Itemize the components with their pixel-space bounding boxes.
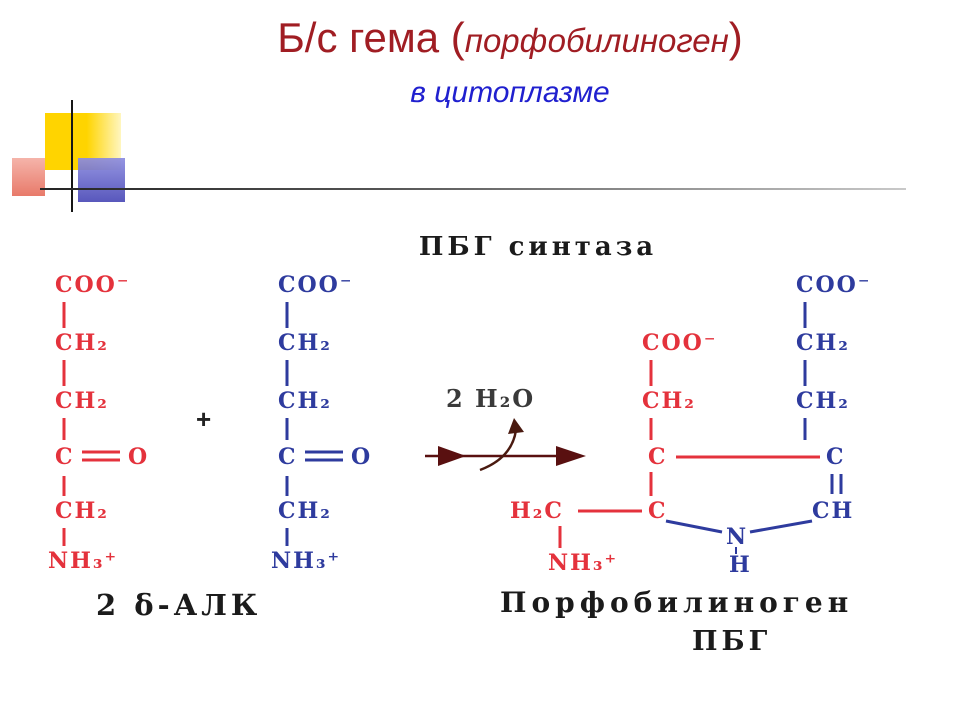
ala-blue-amino: NH₃⁺ xyxy=(271,548,342,574)
pbg-blue-carboxyl: COO⁻ xyxy=(796,272,872,298)
substrate-label: 2 δ-АЛК xyxy=(96,588,262,622)
pbg-ring-nitrogen: N xyxy=(726,524,749,550)
pbg-blue-ch2-2: CH₂ xyxy=(796,388,850,414)
ala-red-ch2-3: CH₂ xyxy=(55,498,109,524)
ala-blue-carboxyl: COO⁻ xyxy=(278,272,354,298)
ala-red-ch2-1: CH₂ xyxy=(55,330,109,356)
ala-blue-ch2-2: CH₂ xyxy=(278,388,332,414)
slide-subtitle: в цитоплазме xyxy=(410,76,610,109)
product-name-label: Порфобилиноген xyxy=(500,586,854,619)
slide-title: Б/с гема (порфобилиноген) xyxy=(110,14,910,62)
reaction-arrow xyxy=(425,418,586,472)
product-abbreviation: ПБГ xyxy=(692,626,772,657)
curve-arrowhead-icon xyxy=(508,418,524,434)
ala-red-carbonyl-o: O xyxy=(128,444,150,470)
pbg-red-ch2: CH₂ xyxy=(642,388,696,414)
enzyme-label: ПБГ синтаза xyxy=(418,232,658,262)
ala-red-ch2-2: CH₂ xyxy=(55,388,109,414)
ala-red-carboxyl: COO⁻ xyxy=(55,272,131,298)
pbg-red-carboxyl: COO⁻ xyxy=(642,330,718,356)
pbg-aminomethyl-ch2: H₂C xyxy=(510,498,564,524)
ala-red-amino: NH₃⁺ xyxy=(48,548,119,574)
pbg-blue-ch2-1: CH₂ xyxy=(796,330,850,356)
pbg-amino-group: NH₃⁺ xyxy=(548,550,619,576)
decor-vertical-line xyxy=(71,100,73,212)
pbg-blue-ring-c: C xyxy=(826,444,846,470)
arrowhead-icon xyxy=(556,446,586,466)
water-release-curve xyxy=(479,429,518,472)
pbg-nh-hydrogen: H xyxy=(729,552,752,578)
pbg-red-ring-c-bottom: C xyxy=(648,498,668,524)
ala-blue-ch2-3: CH₂ xyxy=(278,498,332,524)
ala-red-carbonyl-c: C xyxy=(55,444,75,470)
ala-blue-carbonyl-c: C xyxy=(278,444,298,470)
pbg-blue-ring-ch: CH xyxy=(812,498,855,524)
water-byproduct: 2 H₂O xyxy=(446,384,536,413)
title-italic-part: порфобилиноген xyxy=(464,22,729,59)
ala-blue-carbonyl-o: O xyxy=(351,444,373,470)
arrowhead-icon xyxy=(438,446,466,466)
decor-blue-square xyxy=(78,158,125,202)
plus-sign: + xyxy=(196,404,212,434)
pbg-red-ring-c-top: C xyxy=(648,444,668,470)
ala-blue-ch2-1: CH₂ xyxy=(278,330,332,356)
title-prefix: Б/с гема ( xyxy=(277,14,465,61)
decor-horizontal-line xyxy=(40,188,906,190)
decor-pink-square xyxy=(12,158,45,196)
title-suffix: ) xyxy=(728,14,743,61)
